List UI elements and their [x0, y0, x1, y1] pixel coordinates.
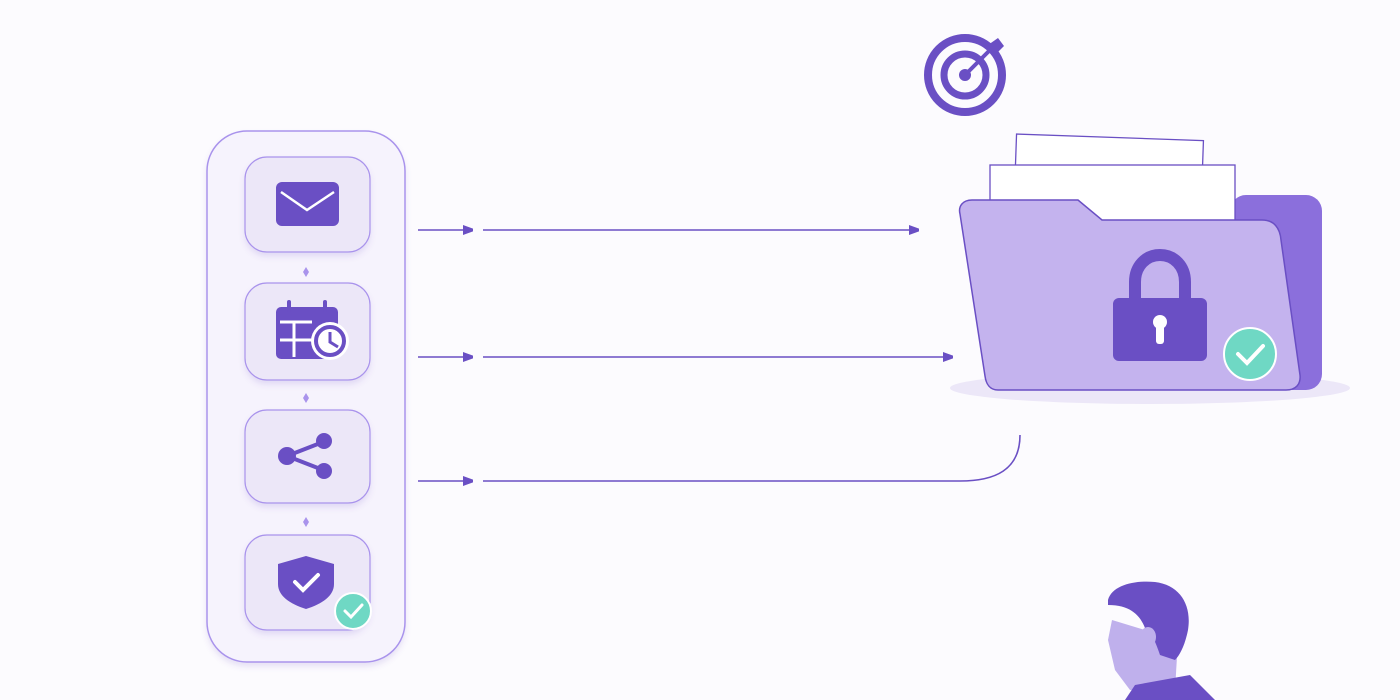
- sidebar-item-share[interactable]: [244, 409, 371, 504]
- arrow-long-3: [483, 434, 1021, 482]
- sidebar-item-email[interactable]: [244, 156, 371, 253]
- calendar-clock-icon: [276, 300, 349, 360]
- check-badge-icon: [334, 592, 372, 630]
- person-icon: [1108, 581, 1215, 700]
- flow-arrows: [418, 230, 1021, 482]
- envelope-icon: [276, 182, 339, 226]
- sidebar-item-schedule[interactable]: [244, 282, 371, 381]
- sidebar-item-security[interactable]: [244, 534, 372, 631]
- shield-check-icon: [278, 556, 334, 609]
- share-icon: [278, 433, 332, 479]
- check-badge-icon: [1223, 327, 1277, 381]
- locked-folder-icon: [950, 133, 1350, 404]
- target-icon: [924, 34, 1006, 116]
- connector-dots: [303, 267, 309, 527]
